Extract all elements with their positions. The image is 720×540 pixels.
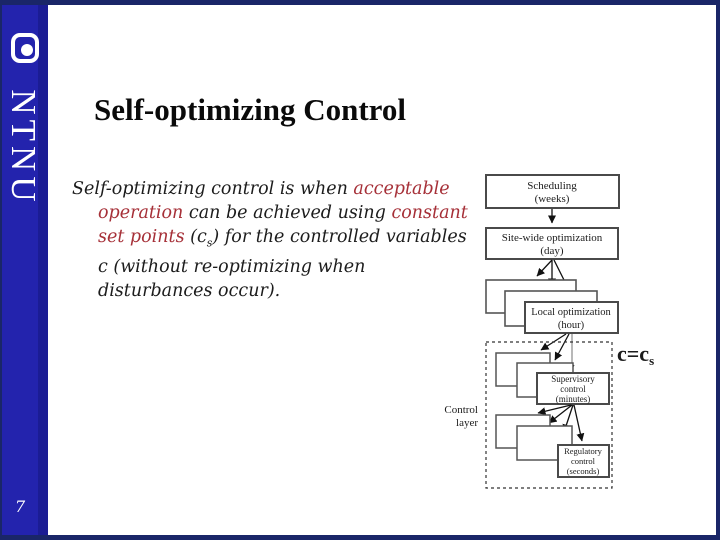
sitewide-label-line1: Site-wide optimization <box>502 232 603 244</box>
supervisory-label-line2: control <box>560 384 586 394</box>
c-equals-cs-annotation: c=cs <box>617 341 654 368</box>
regulatory-label-line1: Regulatory <box>564 446 603 456</box>
scheduling-label-line1: Scheduling <box>527 180 577 192</box>
supervisory-label-line1: Supervisory <box>551 374 595 384</box>
frame-left <box>0 0 2 540</box>
ntnu-logo-dot <box>21 44 33 56</box>
scheduling-label-line2: (weeks) <box>535 193 570 205</box>
arrow-supervisory-1 <box>537 404 572 416</box>
frame-right <box>716 0 720 540</box>
arrow-local-middle <box>554 333 570 361</box>
regulatory-box-front <box>557 444 610 478</box>
ntnu-logo-text: NTNU <box>4 89 43 207</box>
page-number: 7 <box>15 497 26 516</box>
c-eq-text: c=c <box>617 341 649 366</box>
sitewide-label-line2: (day) <box>540 245 564 257</box>
local-label-line2: (hour) <box>558 320 585 331</box>
arrow-supervisory-2 <box>548 404 573 424</box>
control-hierarchy-diagram: Scheduling (weeks) Site-wide optimizatio… <box>444 174 654 489</box>
local-label-line1: Local optimization <box>531 307 611 318</box>
body-seg3: can be achieved using <box>183 202 392 223</box>
sidebar <box>2 5 48 535</box>
arrow-sitewide-left <box>536 259 553 277</box>
regulatory-label-line2: control <box>571 456 596 466</box>
body-seg1: Self-optimizing control is when <box>72 178 354 199</box>
slide-title: Self-optimizing Control <box>94 91 406 127</box>
control-layer-label-line1: Control <box>444 404 478 416</box>
supervisory-box-front <box>536 372 610 405</box>
frame-bottom <box>0 535 720 540</box>
scheduling-box <box>485 174 620 209</box>
control-layer-dashed-box <box>485 341 613 489</box>
arrow-supervisory-4 <box>573 404 585 442</box>
body-seg5: (c <box>184 226 207 247</box>
sitewide-box <box>485 227 619 260</box>
supervisory-label-line3: (minutes) <box>556 394 591 404</box>
body-seg7: ) for the controlled variables c (withou… <box>98 226 467 302</box>
frame-top <box>0 0 720 5</box>
body-paragraph: Self-optimizing control is when acceptab… <box>72 177 482 304</box>
c-sub-text: s <box>649 353 654 368</box>
body-seg2-highlight: acceptable operation <box>98 178 450 223</box>
regulatory-label-line3: (seconds) <box>567 466 600 476</box>
control-layer-label-line2: layer <box>456 417 478 429</box>
ntnu-logo-icon <box>11 33 39 63</box>
body-subscript: s <box>206 236 213 249</box>
body-seg4-highlight: constant set points <box>98 202 468 247</box>
local-box-front <box>524 301 619 334</box>
